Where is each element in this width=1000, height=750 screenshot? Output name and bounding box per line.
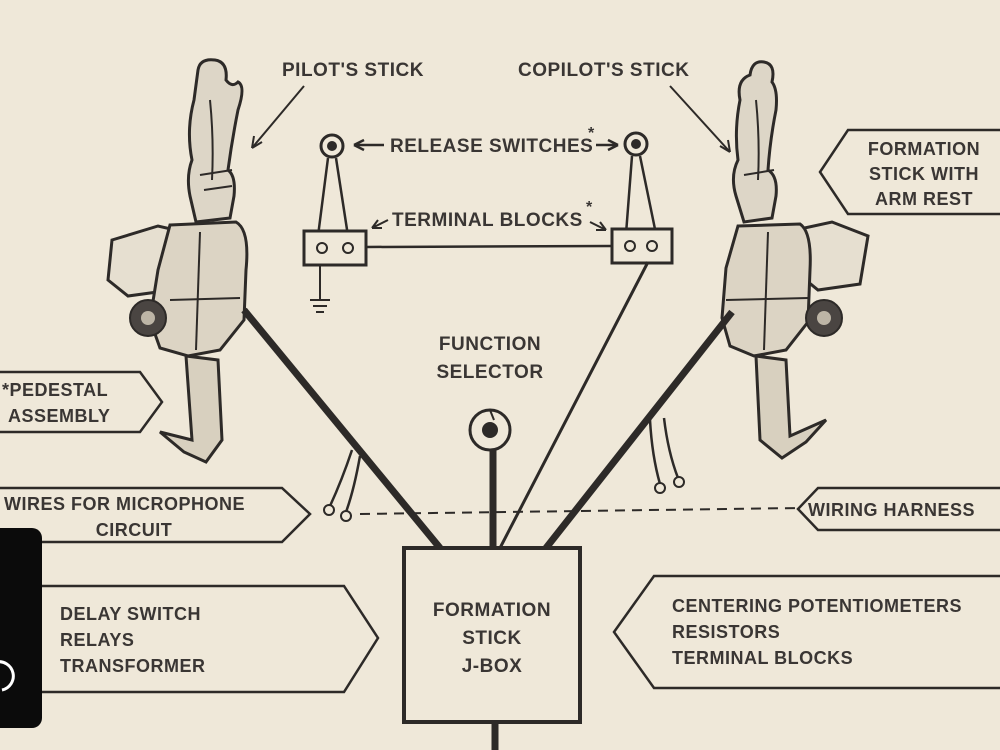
copilot-stick-label: COPILOT'S STICK <box>518 60 689 81</box>
microphone-line-2: CIRCUIT <box>96 520 173 540</box>
release-switch-left <box>316 133 350 237</box>
jbox-line-3: J-BOX <box>462 656 523 677</box>
centering-arrow-box <box>612 574 1000 690</box>
wiring-harness-label: WIRING HARNESS <box>808 500 975 520</box>
main-cables <box>241 261 735 750</box>
terminal-blocks-asterisk: * <box>586 199 593 216</box>
overlay-panel[interactable] <box>0 528 42 728</box>
delay-switch-arrow-box <box>0 584 380 694</box>
microphone-wires-right <box>648 417 685 494</box>
terminal-block-link-wire <box>365 244 613 249</box>
release-switches-asterisk: * <box>588 125 595 142</box>
microphone-line-1: WIRES FOR MICROPHONE <box>4 494 245 514</box>
delay-switch-line-1: DELAY SWITCH <box>60 604 201 624</box>
release-switches-right-arrow <box>596 138 619 152</box>
function-selector-switch <box>468 408 512 452</box>
jbox-line-2: STICK <box>462 628 522 649</box>
function-selector-line-1: FUNCTION <box>439 334 541 355</box>
delay-switch-line-2: RELAYS <box>60 630 134 650</box>
pedestal-line-2: ASSEMBLY <box>8 406 110 426</box>
pilot-stick-label: PILOT'S STICK <box>282 60 424 81</box>
pilot-stick-illustration <box>106 58 249 464</box>
release-switches-left-arrow <box>353 138 384 152</box>
function-selector-line-2: SELECTOR <box>436 362 543 383</box>
formation-stick-line-2: STICK WITH <box>869 164 979 184</box>
pedestal-line-1: *PEDESTAL <box>2 380 108 400</box>
release-switches-label: RELEASE SWITCHES <box>390 136 593 157</box>
terminal-blocks-label: TERMINAL BLOCKS <box>392 210 583 231</box>
delay-switch-line-3: TRANSFORMER <box>60 656 206 676</box>
wiring-harness-dashed-line <box>359 507 801 515</box>
formation-stick-arrow-box <box>818 128 1000 216</box>
centering-line-3: TERMINAL BLOCKS <box>672 648 853 668</box>
terminal-block-right <box>610 227 674 265</box>
microphone-arrow-box <box>0 486 312 544</box>
terminal-blocks-right-arrow <box>589 221 607 231</box>
pilot-stick-pointer <box>251 85 305 149</box>
centering-line-1: CENTERING POTENTIOMETERS <box>672 596 962 616</box>
overlay-icon <box>0 660 15 692</box>
terminal-blocks-left-arrow <box>371 219 389 229</box>
formation-stick-line-1: FORMATION <box>868 139 980 159</box>
formation-stick-line-3: ARM REST <box>875 189 973 209</box>
pedestal-arrow-box <box>0 370 164 434</box>
copilot-stick-pointer <box>669 85 731 153</box>
release-switch-right <box>623 131 658 235</box>
copilot-stick-illustration <box>720 60 870 460</box>
wiring-harness-arrow-box <box>796 486 1000 532</box>
microphone-wires-left <box>323 449 362 522</box>
terminal-block-left <box>302 229 368 313</box>
jbox-line-1: FORMATION <box>433 600 551 621</box>
centering-line-2: RESISTORS <box>672 622 780 642</box>
jbox <box>402 546 582 724</box>
